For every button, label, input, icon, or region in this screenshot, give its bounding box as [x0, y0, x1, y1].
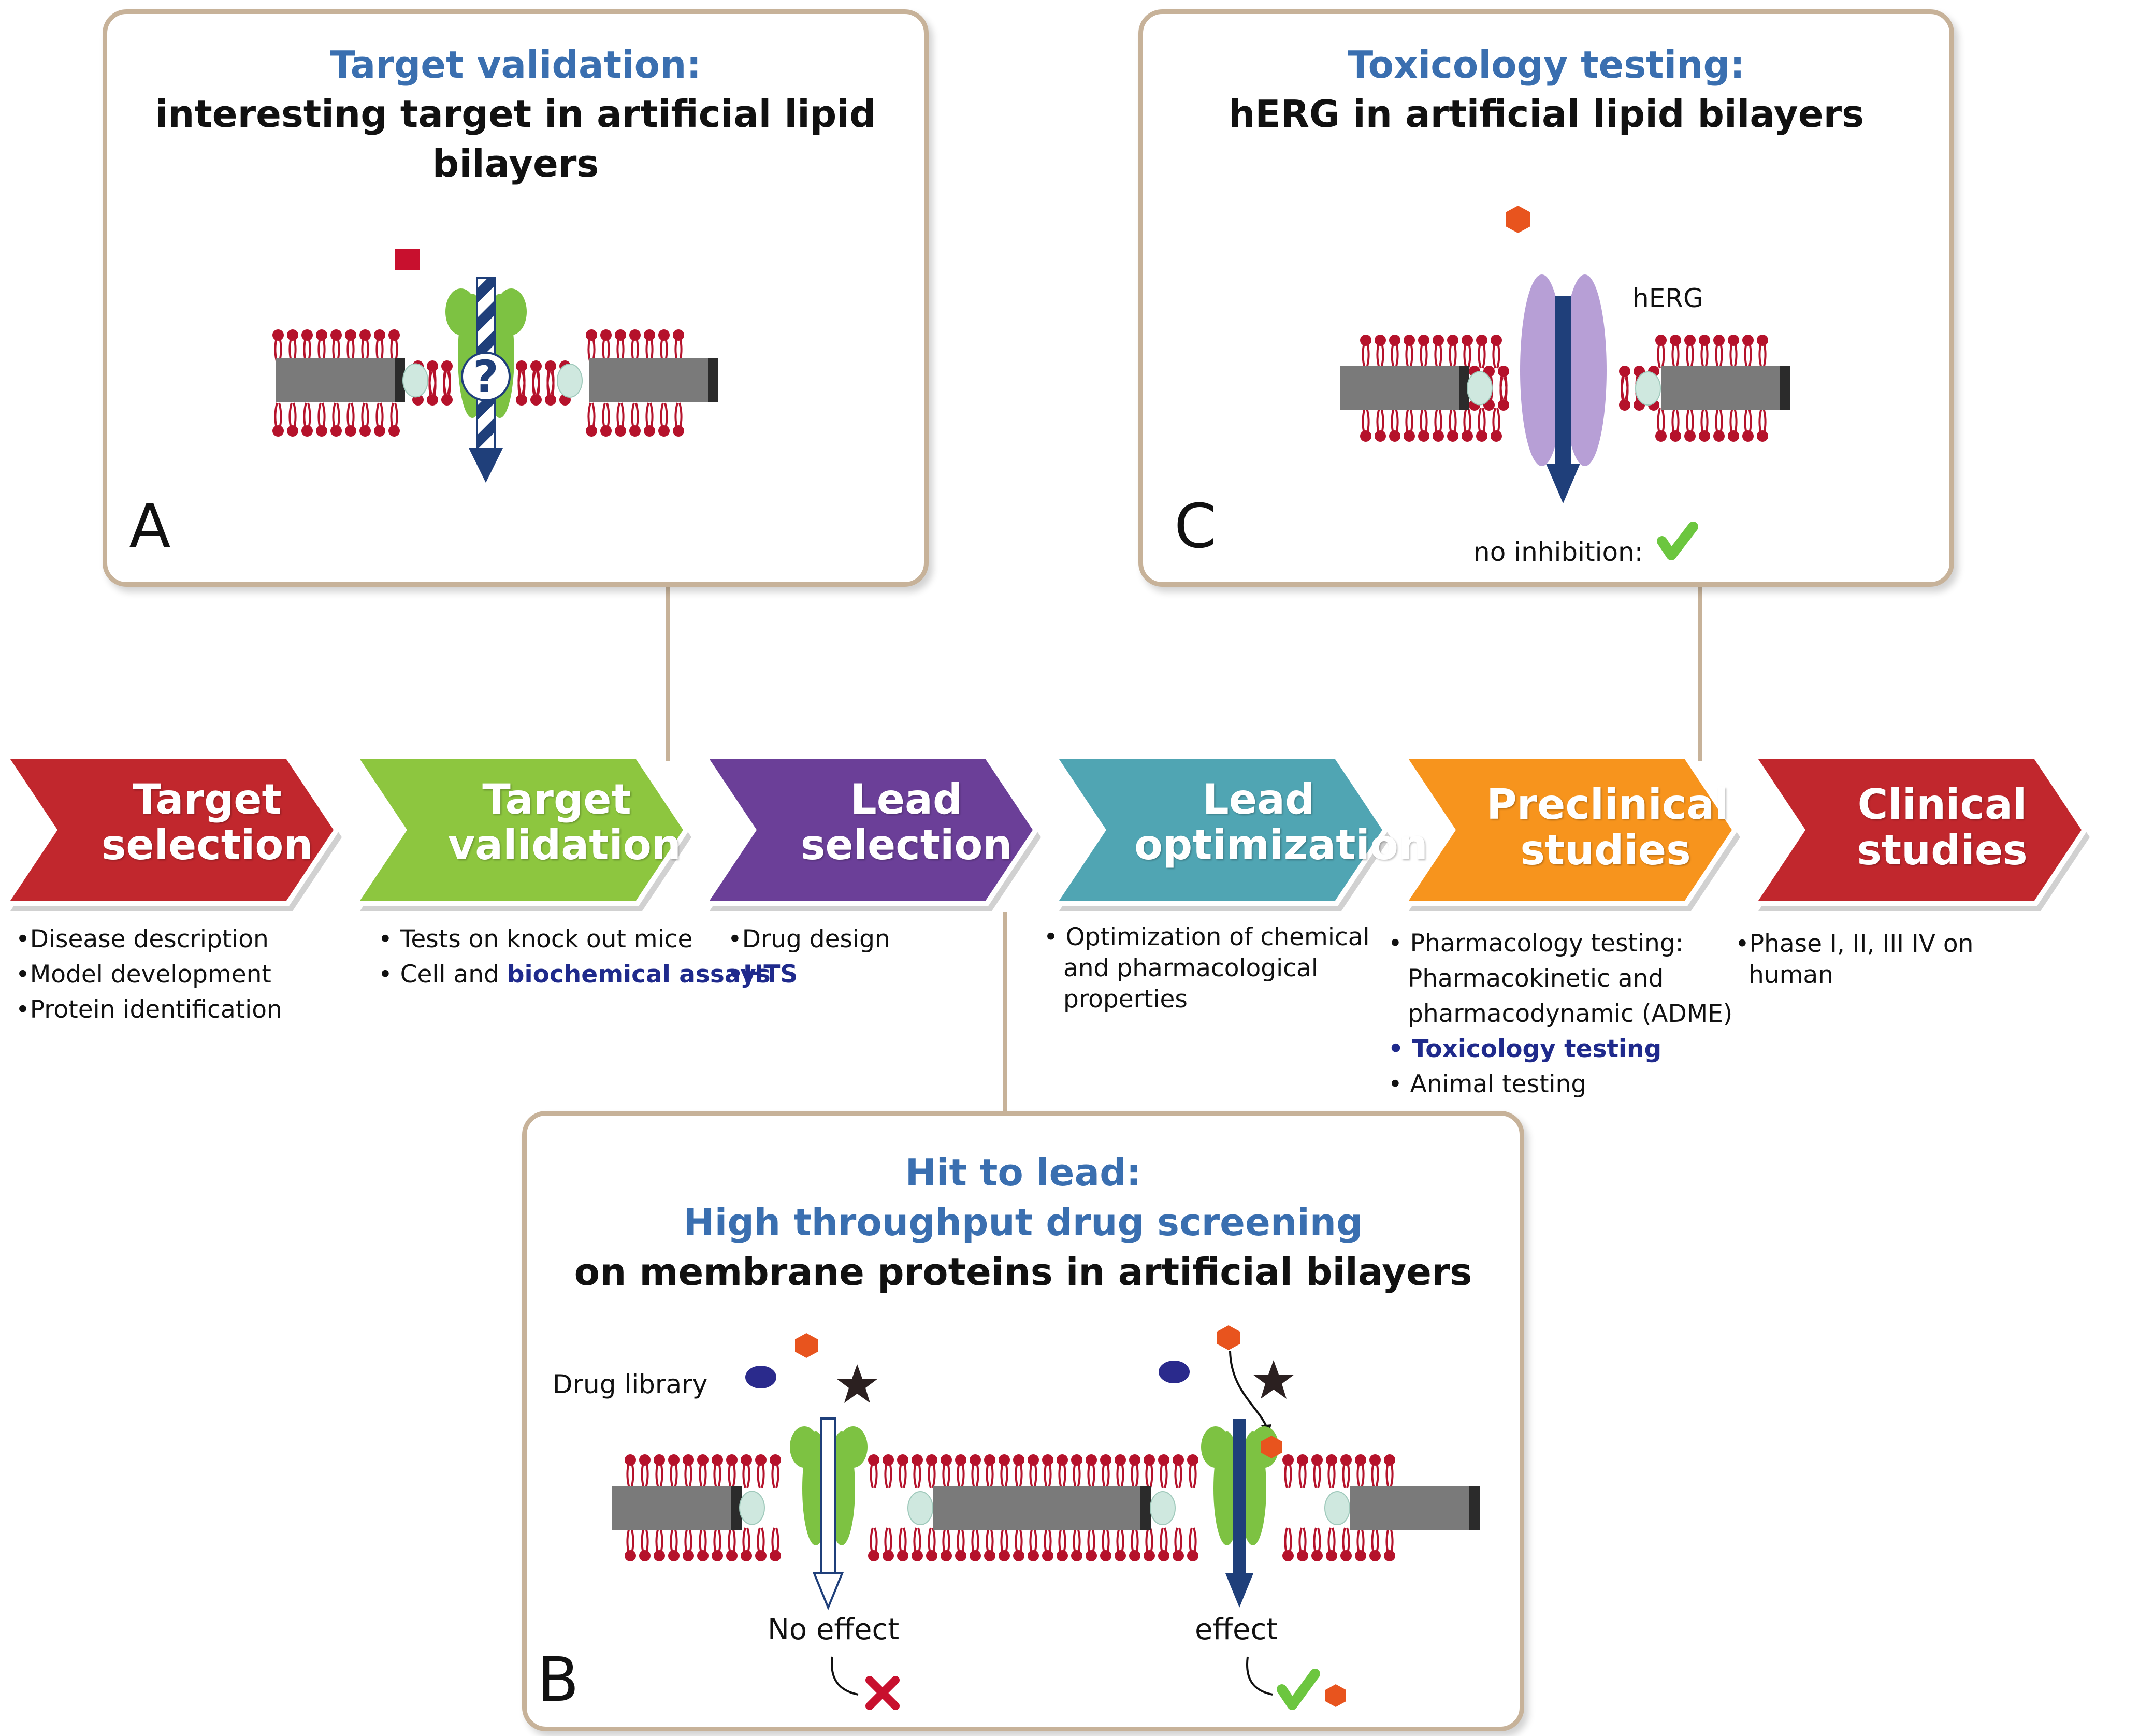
herg-label: hERG [1632, 283, 1703, 313]
panel-b-subtitle: High throughput drug screening [683, 1200, 1363, 1244]
lipid-bilayer-b [612, 1454, 1480, 1561]
bullet-item: •Drug design [728, 925, 890, 953]
panel-b-label: B [537, 1644, 579, 1715]
no-inhibition-label: no inhibition: [1473, 537, 1643, 567]
hexagon-icon [1506, 206, 1530, 233]
binding-arrow [1229, 1351, 1267, 1427]
bullets-lead-selection: •Drug design •HTS [728, 922, 890, 992]
panel-b-title: Hit to lead: [905, 1151, 1141, 1194]
ion-flow-arrow [1546, 296, 1580, 503]
drug-oval [1159, 1361, 1190, 1383]
star-icon [836, 1364, 878, 1403]
pipeline-chevron [0, 754, 340, 906]
bullet-item: •Phase I, II, III IV on [1735, 930, 1974, 958]
bullet-item: • Cell and biochemical assays [378, 960, 771, 989]
bullet-item: human [1748, 961, 1833, 989]
bullet-item: • Animal testing [1388, 1070, 1587, 1098]
panel-b-subtitle-2: on membrane proteins in artificial bilay… [574, 1250, 1472, 1294]
check-icon [1657, 522, 1698, 560]
bullet-item: • Tests on knock out mice [378, 925, 693, 953]
pipeline-chevron [350, 754, 690, 906]
bullet-item: • Pharmacology testing: [1388, 929, 1684, 958]
hexagon-icon [795, 1333, 818, 1358]
bullet-item: pharmacodynamic (ADME) [1408, 1000, 1733, 1028]
panel-a-label: A [129, 490, 171, 562]
svg-text:?: ? [473, 351, 499, 403]
bullets-preclinical: • Pharmacology testing: Pharmacokinetic … [1388, 926, 1732, 1102]
panel-a: Target validation: interesting target in… [103, 9, 929, 587]
no-effect-label: No effect [768, 1613, 900, 1646]
panel-b: Hit to lead: High throughput drug screen… [522, 1111, 1524, 1731]
bullet-item: properties [1063, 985, 1188, 1014]
panel-c-label: C [1174, 490, 1217, 562]
hexagon-icon [1325, 1684, 1346, 1707]
panel-a-title: Target validation: [329, 43, 702, 86]
bullet-item: • Toxicology testing [1388, 1035, 1662, 1063]
pipeline-chevron [1049, 754, 1389, 906]
panel-c-title: Toxicology testing: [1348, 43, 1745, 86]
target-protein [790, 1426, 868, 1545]
herg-channel [1520, 274, 1607, 466]
pipeline-chevron [1748, 754, 2088, 906]
star-icon [1253, 1360, 1294, 1399]
hexagon-icon [1261, 1436, 1282, 1458]
panel-a-membrane: ? [272, 249, 718, 483]
bullet-item: and pharmacological [1063, 954, 1318, 982]
panel-b-membrane [612, 1325, 1480, 1710]
bullet-item: •Model development [16, 960, 271, 989]
hexagon-icon [1217, 1325, 1240, 1350]
bullet-item: • Optimization of chemical [1044, 923, 1370, 951]
drug-library-label: Drug library [553, 1369, 708, 1399]
hollow-arrow [813, 1417, 844, 1611]
bullets-lead-optimization: • Optimization of chemical and pharmacol… [1044, 922, 1370, 1015]
question-mark-icon: ? [461, 351, 511, 403]
panel-c: Toxicology testing: hERG in artificial l… [1138, 9, 1954, 587]
pipeline-chevron [1398, 754, 1739, 906]
solid-arrow [1225, 1419, 1253, 1608]
drug-oval [745, 1366, 776, 1388]
panel-c-membrane [1340, 206, 1790, 560]
bullet-item: •Protein identification [16, 995, 282, 1024]
bullets-target-validation: • Tests on knock out mice • Cell and bio… [378, 922, 771, 992]
lipid-bilayer-a [272, 329, 718, 437]
check-icon [1277, 1669, 1320, 1710]
panel-c-subtitle: hERG in artificial lipid bilayers [1229, 92, 1864, 136]
bullet-item: Pharmacokinetic and [1408, 964, 1664, 993]
lipid-bilayer-c [1340, 335, 1790, 442]
bullet-item: •HTS [728, 960, 798, 989]
pipeline-chevron [699, 754, 1039, 906]
bullet-item: •Disease description [16, 925, 269, 953]
effect-label: effect [1195, 1613, 1278, 1646]
panel-a-subtitle: interesting target in artificial lipid b… [155, 92, 876, 185]
pipeline [0, 754, 2090, 911]
bullets-target-selection: •Disease description •Model development … [16, 922, 282, 1028]
target-ligand [395, 249, 420, 270]
cross-icon [865, 1676, 900, 1710]
bullets-clinical: •Phase I, II, III IV on human [1735, 929, 1973, 991]
